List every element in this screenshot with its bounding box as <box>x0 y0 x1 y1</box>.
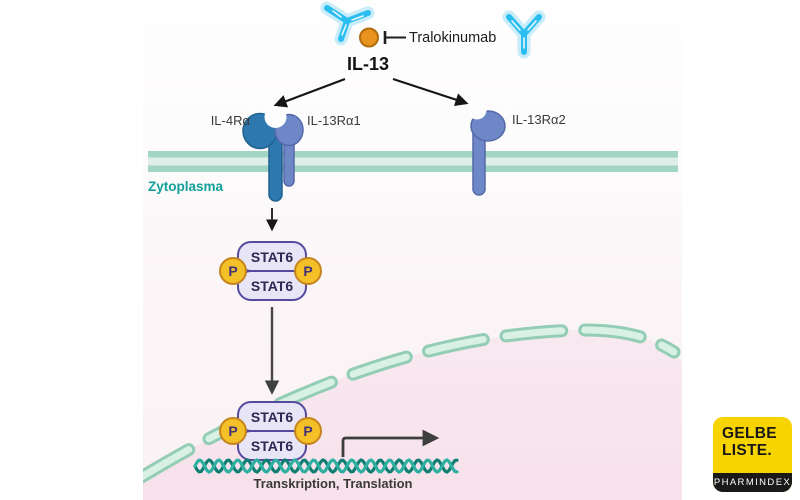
binding-pocket-2 <box>467 100 487 120</box>
phosphate-badge <box>219 257 247 285</box>
receptor-il13ra2-label: IL-13Rα2 <box>512 112 566 127</box>
compartment-label: Zytoplasma <box>148 179 224 194</box>
stat6-dimer-nucleus: STAT6 STAT6 P P <box>219 401 322 461</box>
tralokinumab-antibody-tilted-icon <box>320 1 375 46</box>
inhibition-bar-icon <box>383 31 406 44</box>
transcription-arrow <box>341 429 440 457</box>
stat6-label: STAT6 <box>251 278 293 294</box>
dna-helix-icon <box>193 458 459 474</box>
stat6-label: STAT6 <box>251 438 293 454</box>
stat6-box <box>237 270 307 301</box>
membrane-top-layer <box>148 151 678 158</box>
il13-ligand-icon <box>359 27 379 48</box>
cell-membrane <box>148 151 678 172</box>
binding-pocket <box>264 106 287 128</box>
drug-label: Tralokinumab <box>409 30 496 46</box>
process-label: Transkription, Translation <box>254 476 413 491</box>
logo-wordmark: GELBE LISTE. <box>713 417 792 459</box>
tralokinumab-antibody-upright-icon <box>502 10 546 59</box>
logo-tagline: PHARMINDEX <box>713 473 792 492</box>
phosphate-badge <box>294 257 322 285</box>
receptor-complex-il4ra-il13ra1 <box>242 106 304 202</box>
stat6-box <box>237 430 307 461</box>
phosphate-badge <box>294 417 322 445</box>
receptor-il13ra2 <box>467 100 506 196</box>
gelbe-liste-logo: GELBE LISTE. PHARMINDEX <box>713 417 792 492</box>
phosphate-label: P <box>303 263 312 279</box>
arrow-il13-to-receptor2 <box>392 77 469 106</box>
phosphate-label: P <box>228 423 237 439</box>
phosphate-label: P <box>303 423 312 439</box>
membrane-bottom-layer <box>148 165 678 172</box>
arrow-il13-to-receptor1 <box>273 77 346 108</box>
receptor-il13ra1-label: IL-13Rα1 <box>307 113 361 128</box>
stat6-dimer-cytoplasm: STAT6 STAT6 P P <box>219 241 322 301</box>
ligand-label: IL-13 <box>347 54 389 74</box>
stat6-label: STAT6 <box>251 249 293 265</box>
phosphate-label: P <box>228 263 237 279</box>
logo-line2: LISTE. <box>722 442 773 460</box>
dna-strand-2 <box>193 458 459 474</box>
logo-line1: GELBE <box>722 425 777 442</box>
receptor-il4ra-label: IL-4Rα <box>211 113 251 128</box>
stat6-label: STAT6 <box>251 409 293 425</box>
phosphate-badge <box>219 417 247 445</box>
